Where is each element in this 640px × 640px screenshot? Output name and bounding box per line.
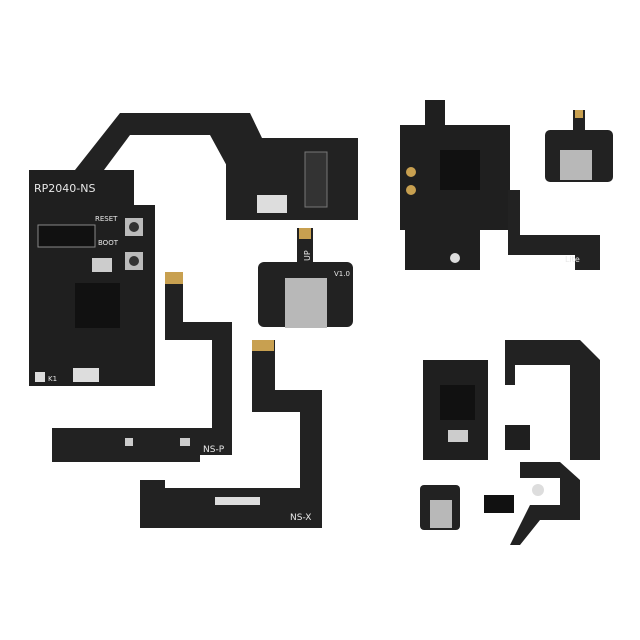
crystal [92, 258, 112, 272]
connector-board [226, 138, 358, 220]
board-connector [304, 151, 328, 208]
usb-c-board: UP V1.0 [258, 228, 353, 328]
up-label: UP [303, 250, 312, 261]
rp2040-chip [75, 283, 120, 328]
k1-label: K1 [48, 375, 57, 383]
lite-kit: Lite [400, 100, 613, 270]
usb-c-port [285, 278, 327, 328]
lite-label: Lite [565, 255, 580, 264]
ns-p-label: NS-P [203, 445, 225, 455]
board-title: RP2040-NS [34, 182, 95, 195]
reset-label: RESET [95, 215, 118, 223]
small-connector [257, 195, 287, 213]
boot-label: BOOT [98, 239, 119, 247]
fpc-connector [37, 224, 96, 248]
jst-connector [73, 368, 99, 382]
version-label: V1.0 [334, 270, 350, 278]
ns-kit [420, 340, 600, 545]
ns-x-flex: NS-X [140, 340, 322, 528]
gold-contacts [299, 228, 311, 239]
led [35, 372, 45, 382]
ns-p-flex: NS-P [52, 272, 232, 462]
ns-x-label: NS-X [290, 513, 311, 523]
rp2040-ns-board: RP2040-NS RESET BOOT K1 [29, 113, 358, 386]
